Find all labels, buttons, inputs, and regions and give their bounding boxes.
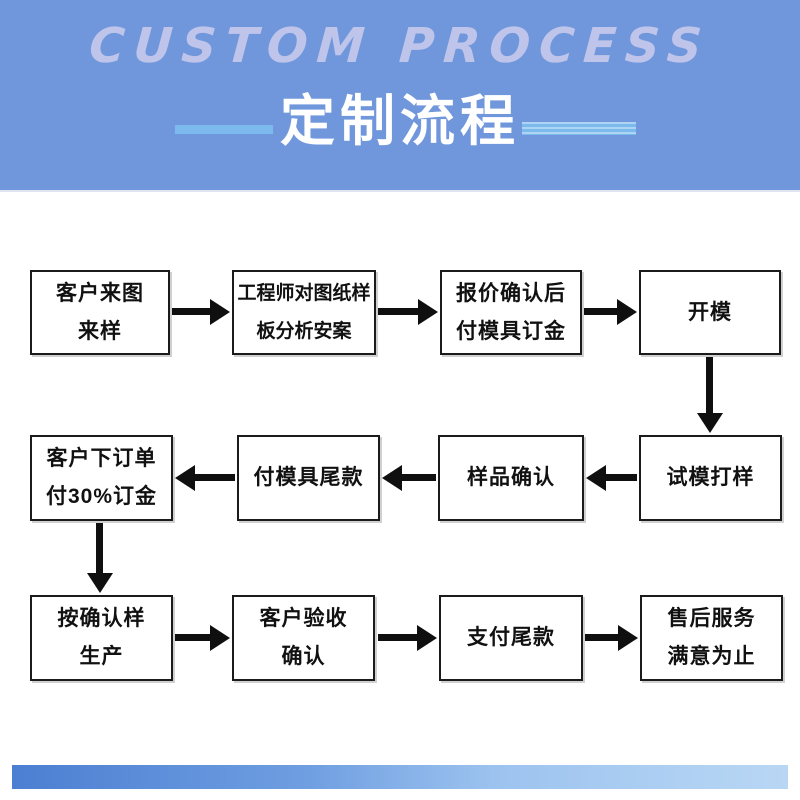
footer-gradient-bar <box>12 765 788 789</box>
arrow-head-icon <box>697 413 723 433</box>
node-text-line: 试模打样 <box>666 466 755 489</box>
arrow-head-icon <box>175 465 195 491</box>
arrow-left-3 <box>175 465 235 491</box>
arrow-head-icon <box>417 625 437 651</box>
flow-node-pay-final-balance: 支付尾款 <box>439 595 583 681</box>
arrow-right-4 <box>175 625 230 651</box>
title-english: CUSTOM PROCESS <box>87 18 713 74</box>
accent-bar-right <box>522 122 636 135</box>
node-text-line: 报价确认后 <box>456 281 566 305</box>
arrow-shaft <box>400 474 436 481</box>
arrow-shaft <box>96 523 103 575</box>
accent-bar-left <box>175 125 273 134</box>
flow-node-quote-mold-deposit: 报价确认后 付模具订金 <box>440 270 582 355</box>
node-text-line: 满意为止 <box>667 645 756 668</box>
node-text-line: 支付尾款 <box>467 626 555 649</box>
arrow-right-3 <box>584 299 637 325</box>
node-text-line: 开模 <box>688 300 732 324</box>
flow-node-pay-mold-balance: 付模具尾款 <box>237 435 380 521</box>
flow-node-engineer-analysis: 工程师对图纸样 板分析安案 <box>232 270 376 355</box>
node-text-line: 售后服务 <box>667 607 756 630</box>
arrow-shaft <box>585 634 620 641</box>
arrow-head-icon <box>617 299 637 325</box>
arrow-right-2 <box>378 299 438 325</box>
flow-node-mold-making: 开模 <box>639 270 781 355</box>
title-chinese: 定制流程 <box>279 90 520 152</box>
flow-node-sample-confirmation: 样品确认 <box>438 435 584 521</box>
header-banner: CUSTOM PROCESS 定制流程 <box>0 0 800 192</box>
arrow-head-icon <box>87 573 113 593</box>
arrow-shaft <box>378 634 419 641</box>
arrow-down-1 <box>697 357 723 433</box>
arrow-head-icon <box>382 465 402 491</box>
arrow-left-1 <box>586 465 637 491</box>
node-text-line: 付模具尾款 <box>253 466 364 489</box>
node-text-line: 付30%订金 <box>45 485 158 508</box>
arrow-right-1 <box>172 299 230 325</box>
arrow-head-icon <box>418 299 438 325</box>
arrow-head-icon <box>586 465 606 491</box>
arrow-head-icon <box>618 625 638 651</box>
flow-node-customer-order-deposit: 客户下订单 付30%订金 <box>30 435 173 521</box>
arrow-shaft <box>172 308 212 315</box>
node-text-line: 付模具订金 <box>456 319 566 343</box>
arrow-head-icon <box>210 299 230 325</box>
arrow-shaft <box>584 308 619 315</box>
arrow-shaft <box>604 474 637 481</box>
arrow-shaft <box>175 634 212 641</box>
flow-node-customer-acceptance: 客户验收 确认 <box>232 595 375 681</box>
arrow-left-2 <box>382 465 436 491</box>
node-text-line: 客户验收 <box>259 607 348 630</box>
node-text-line: 来样 <box>78 319 122 343</box>
node-text-line: 按确认样 <box>57 607 146 630</box>
node-text-line: 工程师对图纸样 <box>237 282 371 304</box>
node-text-line: 生产 <box>79 645 124 668</box>
arrow-shaft <box>378 308 420 315</box>
arrow-right-6 <box>585 625 638 651</box>
node-text-line: 板分析安案 <box>256 320 352 342</box>
node-text-line: 客户来图 <box>56 281 144 305</box>
node-text-line: 客户下订单 <box>46 447 157 470</box>
flow-node-trial-mold-sampling: 试模打样 <box>639 435 782 521</box>
node-text-line: 样品确认 <box>467 466 555 489</box>
arrow-down-2 <box>87 523 113 593</box>
flow-node-production-per-sample: 按确认样 生产 <box>30 595 173 681</box>
arrow-shaft <box>193 474 235 481</box>
flow-node-customer-drawings-samples: 客户来图 来样 <box>30 270 170 355</box>
arrow-head-icon <box>210 625 230 651</box>
flow-node-after-sales-service: 售后服务 满意为止 <box>640 595 783 681</box>
arrow-shaft <box>706 357 713 415</box>
arrow-right-5 <box>378 625 437 651</box>
node-text-line: 确认 <box>281 645 326 668</box>
